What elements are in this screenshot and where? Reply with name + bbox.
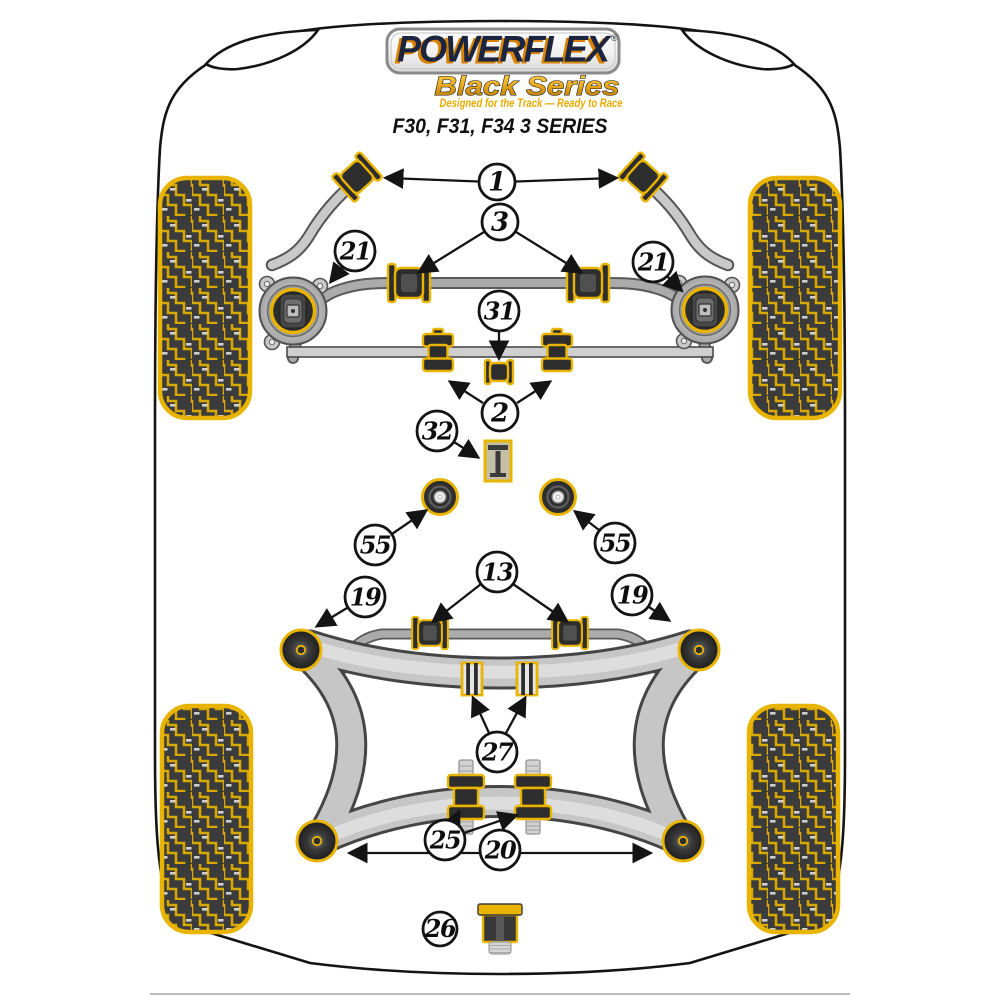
tire-front-left	[157, 175, 253, 421]
svg-text:19: 19	[350, 583, 382, 612]
subframe-corner-bushing-rear-left	[295, 819, 339, 863]
diff-mount-insert-right	[515, 661, 539, 697]
svg-text:32: 32	[422, 417, 453, 446]
front-tension-arm-left-face	[267, 175, 362, 270]
powerflex-logo: POWERFLEX POWERFLEX ® Black Series Desig…	[385, 27, 623, 138]
svg-text:13: 13	[482, 558, 513, 587]
svg-text:55: 55	[600, 529, 631, 558]
svg-text:21: 21	[637, 248, 668, 277]
callout-32: 32	[415, 409, 459, 453]
svg-text:1: 1	[488, 168, 506, 198]
logo-wordmark: POWERFLEX	[397, 29, 612, 70]
tires	[157, 175, 843, 935]
svg-text:26: 26	[424, 914, 457, 943]
model-title: F30, F31, F34 3 SERIES	[393, 114, 609, 138]
rear-arb-bushing-left	[411, 615, 449, 651]
rear-suspension	[279, 615, 721, 955]
svg-text:3: 3	[491, 208, 509, 238]
registered-mark: ®	[611, 33, 618, 43]
part-26-bushing	[477, 903, 523, 955]
svg-text:55: 55	[360, 531, 391, 560]
callout-19-right: 19	[610, 573, 654, 617]
transmission-mount-right	[539, 478, 577, 516]
subframe-corner-bushing-rear-right	[661, 819, 705, 863]
tire-rear-right	[746, 703, 841, 935]
rack-bushing-left	[421, 327, 455, 373]
diff-mount-insert-left	[460, 661, 484, 697]
callout-19-left: 19	[343, 575, 387, 619]
svg-text:25: 25	[429, 826, 461, 855]
gearbox-mount-insert	[483, 439, 513, 483]
callout-25: 25	[423, 818, 467, 862]
subframe-corner-bushing-front-right	[677, 628, 721, 672]
transmission-mount-left	[421, 478, 459, 516]
svg-text:27: 27	[481, 738, 514, 767]
tire-rear-left	[159, 703, 254, 935]
rear-arb-bushing-right	[551, 615, 589, 651]
side-mirror-right	[679, 28, 796, 71]
callout-13: 13	[475, 550, 519, 594]
svg-text:19: 19	[617, 581, 649, 610]
svg-text:21: 21	[339, 237, 370, 266]
callout-31: 31	[477, 289, 521, 333]
callout-20: 20	[478, 828, 522, 872]
callout-55-right: 55	[593, 521, 637, 565]
callout-3: 3	[480, 202, 520, 242]
callout-26: 26	[421, 910, 458, 948]
svg-text:31: 31	[484, 297, 514, 326]
callout-21-right: 21	[631, 240, 675, 284]
logo-pill-inner	[390, 32, 616, 70]
callout-27: 27	[475, 730, 519, 774]
rear-subframe	[287, 629, 713, 857]
rack-center-bushing	[483, 358, 515, 386]
logo-pill	[385, 27, 621, 75]
svg-text:2: 2	[490, 399, 509, 429]
tire-front-right	[747, 175, 843, 421]
front-arb-bushing-right	[565, 262, 611, 304]
rack-bushing-right	[540, 327, 574, 373]
callout-1: 1	[477, 162, 517, 202]
logo-wordmark-shadow: POWERFLEX	[394, 31, 609, 72]
callout-2: 2	[480, 393, 520, 433]
subframe-corner-bushing-front-left	[279, 628, 323, 672]
side-mirror-left	[204, 28, 321, 71]
logo-tagline: Designed for the Track — Ready to Race	[440, 98, 623, 110]
callouts: 1 3 21 21 31 2 32 55	[333, 162, 675, 948]
callout-arrows	[314, 168, 684, 864]
svg-text:20: 20	[484, 836, 517, 865]
callout-55-left: 55	[353, 523, 397, 567]
front-tension-arm-right-face	[638, 175, 733, 270]
callout-21-left: 21	[333, 229, 377, 273]
logo-series: Black Series	[435, 71, 620, 101]
